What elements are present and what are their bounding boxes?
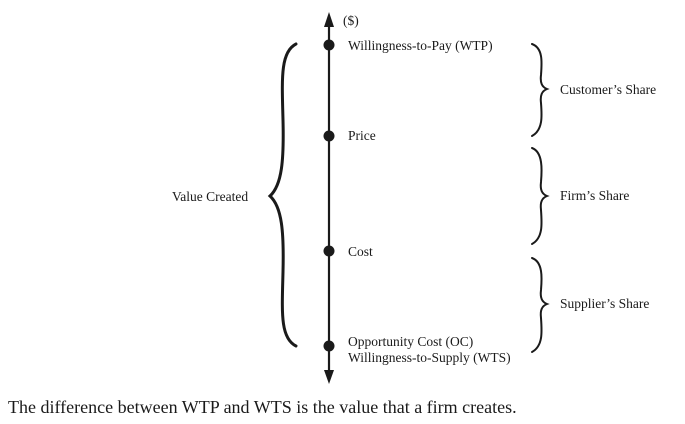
supplier-share-brace	[531, 257, 550, 353]
axis-arrow-down	[324, 370, 334, 384]
axis-unit-label: ($)	[343, 13, 359, 28]
oc-label: Opportunity Cost (OC)	[348, 334, 473, 349]
price-label: Price	[348, 128, 376, 143]
value-created-label: Value Created	[172, 189, 248, 204]
supplier-share-label: Supplier’s Share	[560, 296, 649, 311]
firm-share-label: Firm’s Share	[560, 188, 629, 203]
axis-arrow-up	[324, 12, 334, 27]
wtp-label: Willingness-to-Pay (WTP)	[348, 38, 493, 53]
customer-share-brace	[531, 43, 550, 137]
value-created-brace	[267, 42, 298, 348]
wts-label: Willingness-to-Supply (WTS)	[348, 350, 511, 365]
firm-share-brace	[531, 147, 550, 245]
wtp-point	[323, 39, 335, 51]
price-point	[323, 130, 335, 142]
diagram-caption: The difference between WTP and WTS is th…	[8, 397, 517, 417]
oc-point	[323, 340, 335, 352]
customer-share-label: Customer’s Share	[560, 82, 656, 97]
cost-point	[323, 245, 335, 257]
cost-label: Cost	[348, 244, 373, 259]
